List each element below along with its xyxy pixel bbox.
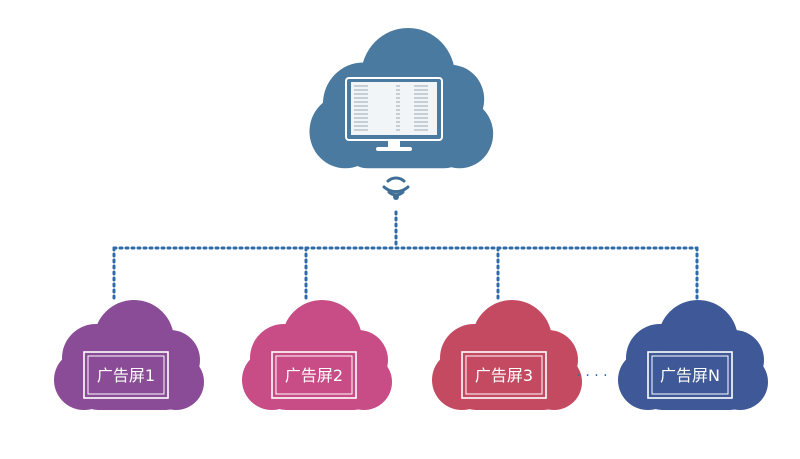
screen-frame-1 — [83, 351, 169, 399]
screen-cloud-2: 广告屏2 — [242, 300, 392, 410]
screen-label-2: 广告屏2 — [285, 366, 343, 385]
screen-label-n: 广告屏N — [660, 366, 720, 385]
monitor-icon — [345, 77, 443, 151]
screen-cloud-1: 广告屏1 — [54, 300, 204, 410]
ellipsis-dots: · · · · — [576, 368, 607, 384]
connector-lines — [112, 210, 699, 300]
screen-label-3: 广告屏3 — [475, 366, 533, 385]
screen-frame-n — [647, 351, 733, 399]
screen-label-1: 广告屏1 — [97, 366, 155, 385]
screen-cloud-n: 广告屏N — [618, 300, 768, 410]
wifi-signal-icon — [382, 176, 410, 200]
server-cloud — [309, 28, 494, 169]
screen-cloud-3: 广告屏3 — [432, 300, 582, 410]
screen-frame-2 — [271, 351, 357, 399]
screen-frame-3 — [461, 351, 547, 399]
